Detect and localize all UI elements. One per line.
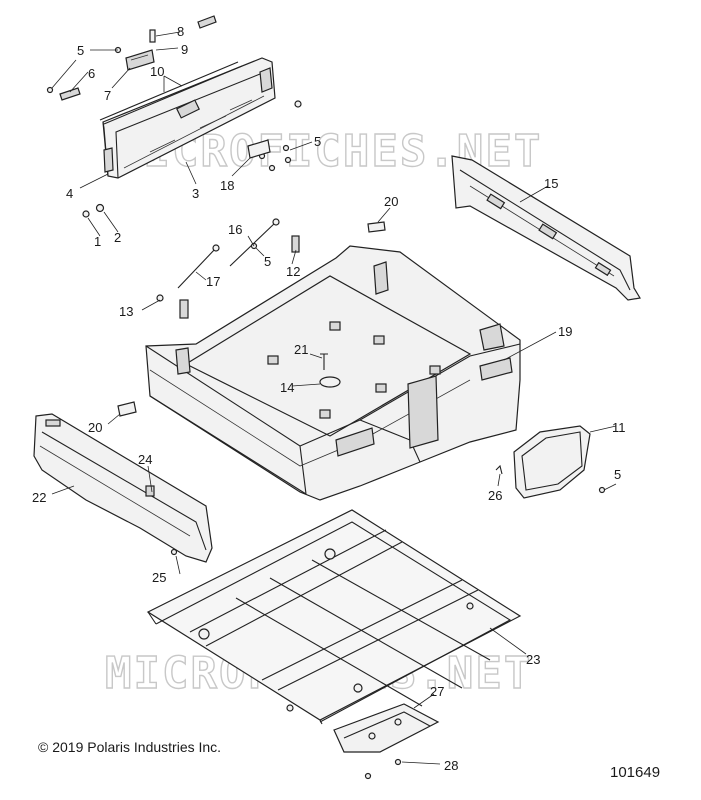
drain-plug — [319, 376, 341, 388]
copyright-notice: © 2019 Polaris Industries Inc. — [38, 739, 222, 755]
clip-26 — [495, 464, 503, 475]
callout-20-top: 20 — [384, 194, 398, 209]
callout-13: 13 — [119, 304, 133, 319]
callout-22: 22 — [32, 490, 46, 505]
side-panel-right — [451, 155, 641, 301]
callout-15: 15 — [544, 176, 558, 191]
callout-3: 3 — [192, 186, 199, 201]
callout-5-strut: 5 — [264, 254, 271, 269]
callout-14: 14 — [280, 380, 294, 395]
callout-5-right: 5 — [614, 467, 621, 482]
plug-8 — [149, 29, 156, 43]
callout-17: 17 — [206, 274, 220, 289]
callout-16: 16 — [228, 222, 242, 237]
screw-25 — [170, 548, 178, 556]
callout-25: 25 — [152, 570, 166, 585]
callout-26: 26 — [488, 488, 502, 503]
callout-10: 10 — [150, 64, 164, 79]
screw-5-right — [598, 486, 606, 494]
callout-23: 23 — [526, 652, 540, 667]
screw-group-top — [46, 46, 302, 218]
screw-28-b — [394, 758, 402, 766]
callout-12: 12 — [286, 264, 300, 279]
storage-hatch-cover — [513, 425, 591, 499]
document-number: 101649 — [610, 764, 661, 781]
callout-21: 21 — [294, 342, 308, 357]
callout-27: 27 — [430, 684, 444, 699]
callout-24: 24 — [138, 452, 152, 467]
callout-5-mid: 5 — [314, 134, 321, 149]
callout-2: 2 — [114, 230, 121, 245]
leader-lines — [51, 31, 617, 765]
cargo-subframe — [146, 509, 522, 725]
callout-6: 6 — [88, 66, 95, 81]
skid-plate — [333, 703, 440, 753]
cargo-box — [145, 245, 521, 501]
screw-28-a — [364, 772, 372, 780]
callout-11: 11 — [612, 420, 626, 435]
callout-8: 8 — [177, 24, 184, 39]
tailgate-cable — [99, 61, 243, 125]
callout-labels: 1 2 3 4 5 5 5 5 6 7 8 9 10 11 12 13 14 1… — [32, 24, 626, 773]
tailgate — [102, 57, 276, 179]
label-20-top — [367, 221, 386, 233]
callout-1: 1 — [94, 234, 101, 249]
callout-7: 7 — [104, 88, 111, 103]
label-20-left — [117, 401, 137, 417]
callout-18: 18 — [220, 178, 234, 193]
callout-9: 9 — [181, 42, 188, 57]
callout-19: 19 — [558, 324, 572, 339]
callout-5-top: 5 — [77, 43, 84, 58]
side-panel-left — [33, 413, 213, 563]
callout-20-left: 20 — [88, 420, 102, 435]
callout-28: 28 — [444, 758, 458, 773]
label-18 — [247, 139, 271, 159]
latch-cover — [125, 49, 155, 71]
bolt-21 — [320, 353, 328, 370]
badge-top — [197, 15, 217, 29]
badge-6 — [59, 87, 81, 101]
callout-4: 4 — [66, 186, 73, 201]
